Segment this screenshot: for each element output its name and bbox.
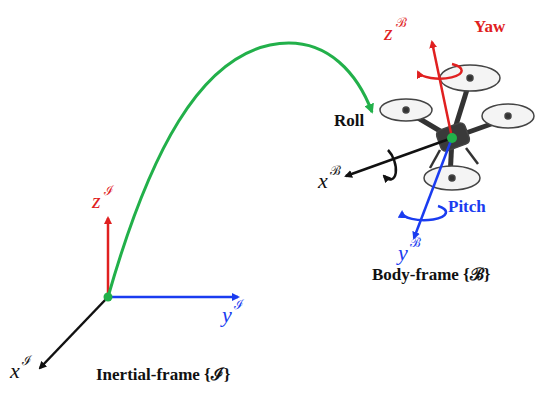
quadcopter bbox=[380, 65, 534, 190]
frame-superscript: ℐ bbox=[234, 298, 244, 311]
axis-label: x bbox=[10, 360, 20, 382]
origin-dot bbox=[104, 293, 113, 302]
rotation-label: Roll bbox=[334, 112, 364, 129]
x-axis bbox=[40, 297, 108, 368]
axis-label: y bbox=[398, 242, 408, 264]
z-axis bbox=[432, 42, 452, 138]
y-axis bbox=[414, 138, 452, 238]
rotation-label: Pitch bbox=[448, 198, 486, 215]
trajectory bbox=[108, 43, 372, 297]
frame-superscript: ℬ bbox=[410, 236, 421, 249]
origin-dot bbox=[447, 133, 457, 143]
axis-label: z bbox=[384, 22, 393, 44]
frame-name: Body-frame {ℬ} bbox=[372, 266, 491, 283]
x-axis bbox=[346, 138, 452, 176]
y-axis bbox=[108, 296, 238, 299]
rotation-label: Yaw bbox=[474, 18, 505, 35]
z-axis bbox=[107, 218, 110, 297]
frame-superscript: ℬ bbox=[330, 164, 341, 177]
frame-superscript: ℐ bbox=[22, 354, 32, 367]
frame-name: Inertial-frame {ℐ} bbox=[96, 366, 231, 383]
axis-label: z bbox=[92, 190, 101, 212]
yaw-rotation bbox=[418, 64, 462, 79]
frame-superscript: ℐ bbox=[104, 184, 114, 197]
frame-superscript: ℬ bbox=[396, 16, 407, 29]
axis-label: y bbox=[222, 304, 232, 326]
roll-rotation bbox=[384, 150, 396, 179]
pitch-rotation bbox=[402, 206, 446, 220]
axis-label: x bbox=[318, 170, 328, 192]
